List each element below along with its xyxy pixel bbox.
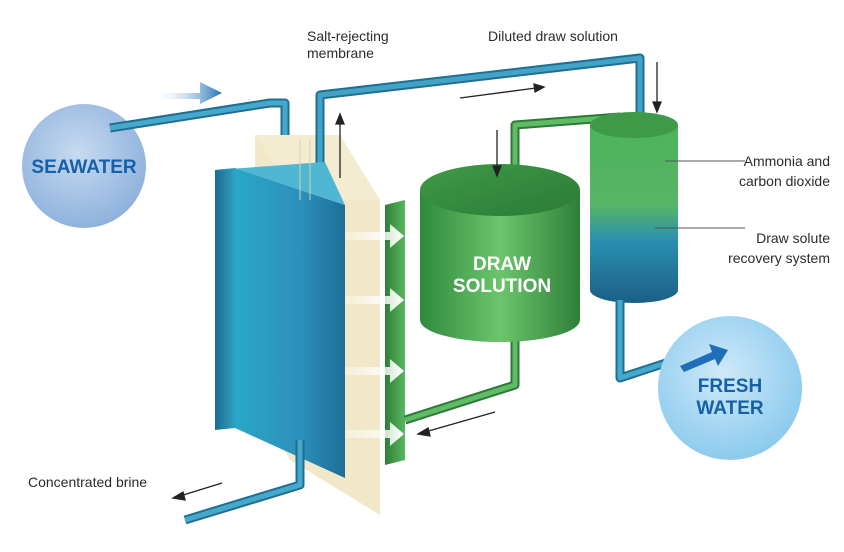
- membrane-edge-lines: [299, 140, 311, 200]
- concentrated-brine-label: Concentrated brine: [28, 474, 147, 490]
- callout-leader-lines: [655, 160, 745, 229]
- brine-outlet-pipe: [183, 440, 305, 525]
- flow-direction-arrows: [171, 62, 662, 501]
- draw-solute-recovery-column: [590, 112, 678, 303]
- fresh-water-circle: FRESH WATER: [658, 316, 802, 460]
- diluted-draw-label: Diluted draw solution: [488, 28, 618, 44]
- seawater-label: SEAWATER: [31, 157, 136, 178]
- fresh-water-label-line1: FRESH: [698, 376, 762, 397]
- recovery-label-line1: Draw solute: [756, 230, 830, 246]
- recovery-label-line2: recovery system: [728, 250, 830, 266]
- tank-to-recovery-pipe: [510, 112, 621, 175]
- salt-membrane-label-line1: Salt-rejecting: [307, 28, 389, 44]
- draw-solution-label-line1: DRAW: [473, 254, 531, 275]
- diluted-draw-pipe: [315, 53, 645, 190]
- fresh-water-arrow: [680, 344, 728, 372]
- fresh-water-label-line2: WATER: [696, 398, 763, 419]
- ammonia-label-line2: carbon dioxide: [739, 173, 830, 189]
- draw-return-pipe: [403, 330, 520, 425]
- seawater-circle: SEAWATER: [22, 104, 146, 228]
- diagram-labels: Salt-rejecting membrane Diluted draw sol…: [28, 28, 830, 490]
- seawater-inflow-arrow: [152, 82, 222, 104]
- seawater-chamber-panel: [215, 162, 345, 478]
- water-flux-arrows: [345, 224, 404, 446]
- salt-membrane-label-line2: membrane: [307, 45, 374, 61]
- draw-chamber-panel: [385, 200, 405, 465]
- ammonia-label-line1: Ammonia and: [744, 153, 830, 169]
- draw-solution-label-line2: SOLUTION: [453, 276, 551, 297]
- draw-solution-tank: DRAW SOLUTION: [420, 164, 580, 342]
